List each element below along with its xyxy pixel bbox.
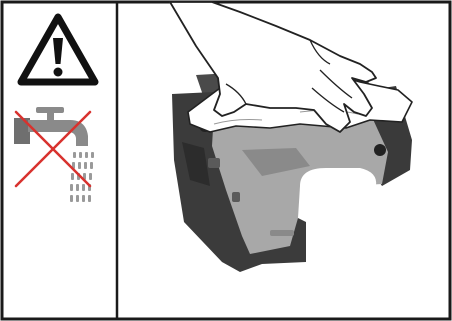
instruction-figure [0, 0, 452, 321]
